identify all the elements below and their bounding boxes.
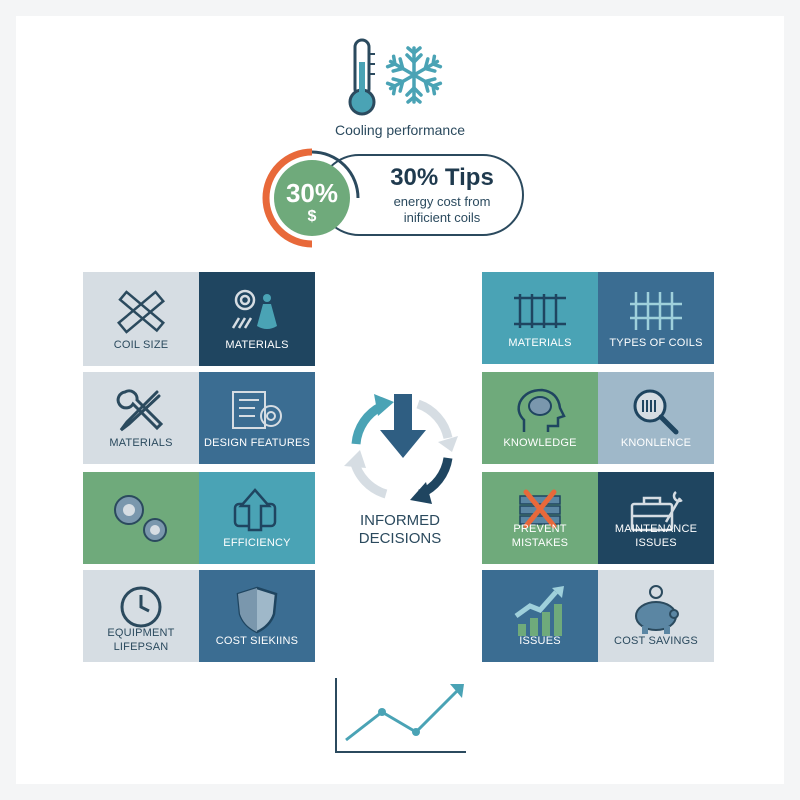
growth-bars-icon <box>514 586 564 636</box>
magnifier-icon <box>633 389 679 435</box>
tile-gears <box>83 472 199 564</box>
wrench-icon <box>116 389 164 432</box>
tile-cost-savings: COST SAVINGS <box>598 570 714 662</box>
tile-label-line-1: EQUIPMENT <box>107 627 175 639</box>
trend-line-icon <box>335 678 466 753</box>
blueprint-gear-icon <box>232 391 282 429</box>
tile-materials-1: MATERIALS <box>199 272 315 366</box>
tile-label: PREVENT MISTAKES <box>511 523 569 549</box>
tile-label: DESIGN FEATURES <box>203 437 311 449</box>
tile-label-line-2: LIFEPSAN <box>113 641 169 653</box>
tile-label: KNOWLEDGE <box>503 437 577 449</box>
tile-coil-size: COIL SIZE <box>83 272 199 366</box>
badge-currency: $ <box>307 208 317 225</box>
tile-materials-3: MATERIALS <box>482 272 598 364</box>
cooling-performance-label: Cooling performance <box>335 122 465 138</box>
tile-label: TYPES OF COILS <box>609 337 703 349</box>
clock-icon <box>120 586 162 628</box>
brain-head-icon <box>517 388 566 432</box>
efficiency-arrow-icon <box>233 488 277 532</box>
tile-label: KNONLENCE <box>620 437 692 449</box>
tile-label: EQUIPMENT LIFEPSAN <box>87 626 195 654</box>
tile-maintenance-issues: MAINTENANCE ISSUES <box>598 472 714 564</box>
ruler-pencil-icon <box>116 290 166 334</box>
tip-line-2: inificient coils <box>403 210 481 225</box>
tile-design-features: DESIGN FEATURES <box>199 372 315 464</box>
tile-types-of-coils: TYPES OF COILS <box>598 272 714 364</box>
tile-materials-2: MATERIALS <box>83 372 199 464</box>
tile-knowledge: KNOWLEDGE <box>482 372 598 464</box>
tile-label: MATERIALS <box>109 437 173 449</box>
materials-icon <box>231 289 277 329</box>
tile-prevent-mistakes: PREVENT MISTAKES <box>482 472 598 564</box>
tile-efficiency: EFFICIENCY <box>199 472 315 564</box>
tile-label: COST SAVINGS <box>614 635 698 647</box>
shield-icon <box>236 586 278 634</box>
tile-cost-siekiins: COST SIEKIINS <box>199 570 315 662</box>
tip-title: 30% Tips <box>390 164 494 191</box>
snowflake-icon <box>385 46 443 104</box>
tile-label: MAINTENANCE ISSUES <box>614 523 698 549</box>
cross-stack-icon <box>519 489 561 529</box>
thermometer-icon <box>348 38 376 116</box>
tile-label: COIL SIZE <box>113 339 169 351</box>
tip-line-1: energy cost from <box>393 194 491 209</box>
piggy-bank-icon <box>635 585 679 634</box>
gears-icon <box>114 495 167 542</box>
pipes-icon <box>514 294 566 328</box>
tile-issues: ISSUES <box>482 570 598 662</box>
tile-label: COST SIEKIINS <box>215 635 299 647</box>
tile-equipment-lifespan: EQUIPMENT LIFEPSAN <box>83 570 199 662</box>
tile-label: MATERIALS <box>225 339 289 351</box>
coil-grid-icon <box>630 292 682 330</box>
cycle-arrows-icon <box>344 394 458 504</box>
percent-badge-icon <box>262 148 360 248</box>
center-label-line-2: DECISIONS <box>358 530 442 547</box>
badge-percent: 30% <box>285 178 339 208</box>
tip-pill <box>318 154 524 236</box>
toolbox-icon <box>630 491 683 532</box>
center-label-line-1: INFORMED <box>360 512 440 529</box>
tile-label: MATERIALS <box>508 337 572 349</box>
tile-label: ISSUES <box>519 635 561 647</box>
tile-label: EFFICIENCY <box>223 537 291 549</box>
tile-knonlence: KNONLENCE <box>598 372 714 464</box>
